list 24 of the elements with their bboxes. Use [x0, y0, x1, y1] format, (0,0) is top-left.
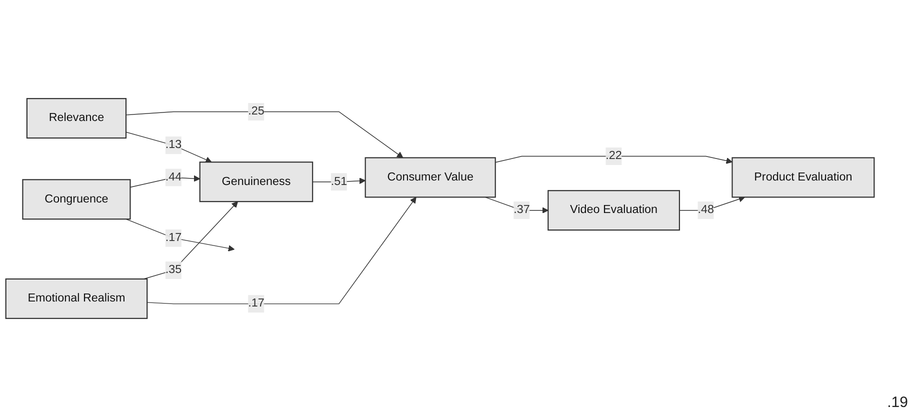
node-box: Genuineness — [199, 162, 314, 202]
arrow — [126, 111, 404, 158]
node-box: Congruence — [22, 179, 131, 220]
edge-label: .17 — [165, 232, 182, 244]
edge-label: .22 — [606, 150, 622, 162]
edge-label: .51 — [330, 175, 348, 188]
edge-label: .35 — [165, 264, 182, 276]
arrow — [126, 132, 212, 163]
edge-label: .48 — [698, 204, 714, 216]
node-box: Video Evaluation — [548, 190, 680, 231]
arrow — [146, 196, 416, 304]
node-box: Relevance — [26, 98, 127, 139]
edge-label: .25 — [248, 105, 264, 118]
node-box: Emotional Realism — [5, 278, 148, 319]
node-box: Product Evaluation — [732, 157, 875, 198]
arrow — [126, 218, 235, 252]
edge-label: .37 — [514, 204, 530, 216]
edge-label: .44 — [165, 170, 182, 184]
arrow — [494, 156, 733, 164]
edge-label: .13 — [165, 138, 182, 152]
node-box: Consumer Value — [364, 157, 496, 198]
edge-label: .17 — [248, 297, 264, 310]
arrow — [312, 178, 366, 184]
note-text: .19 — [887, 394, 908, 411]
